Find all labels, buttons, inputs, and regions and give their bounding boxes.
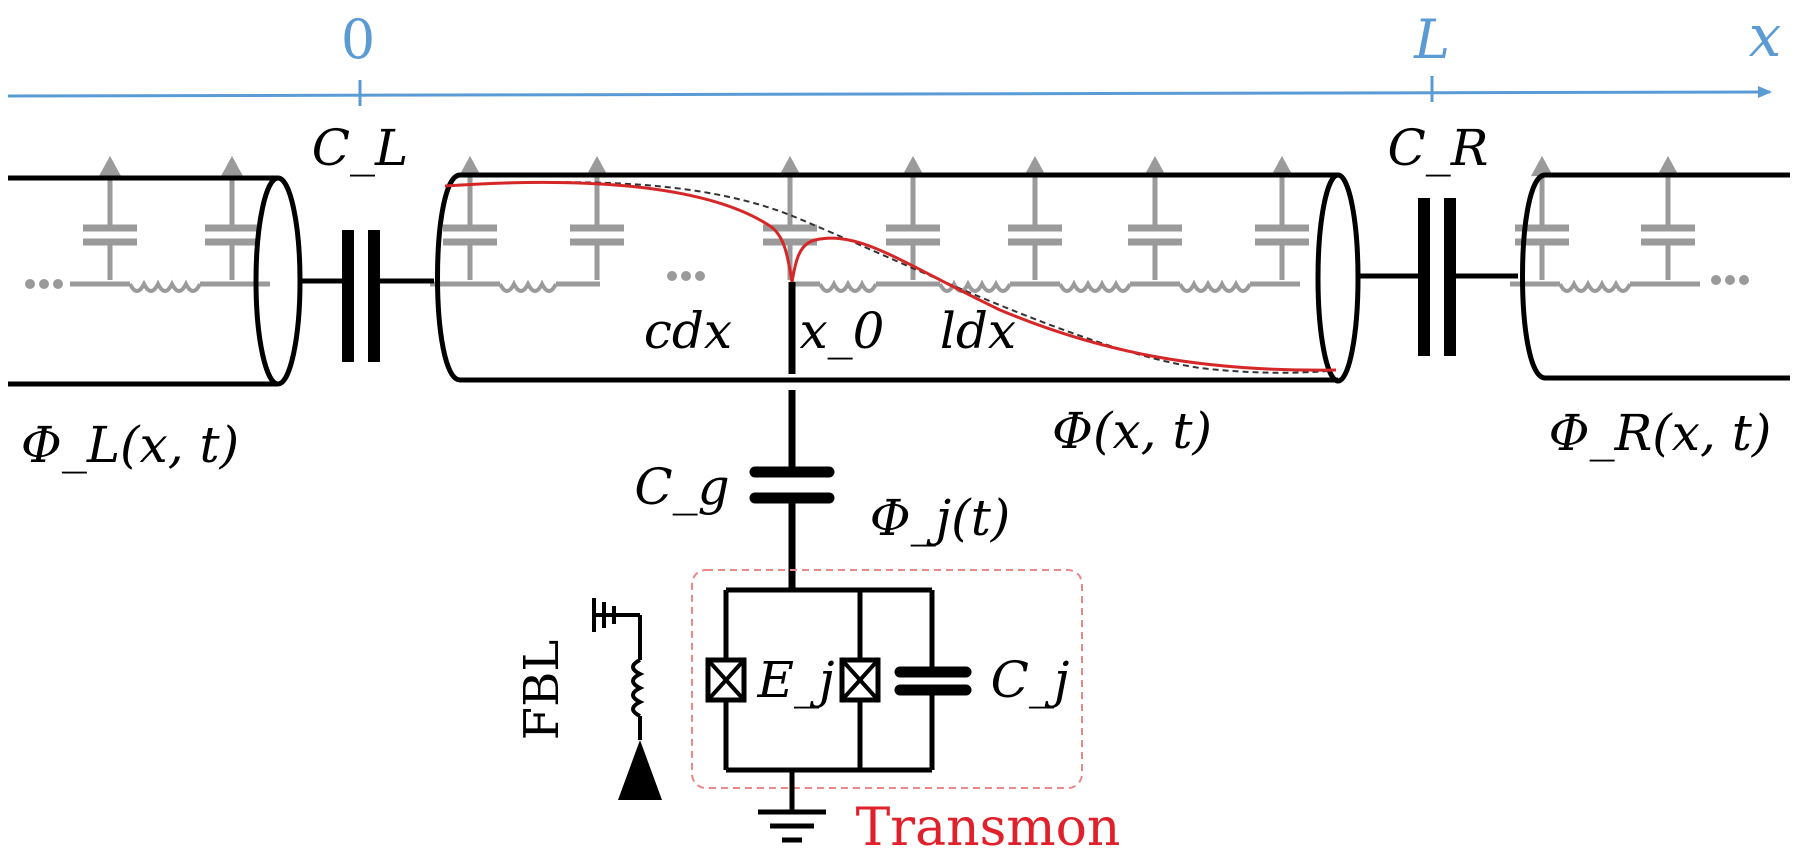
ej-label: E_j [756, 651, 834, 709]
x-axis-line [7, 86, 1772, 99]
fbl-label: FBL [514, 640, 570, 740]
left-coupling-capacitor [300, 230, 434, 362]
cj-label: C_j [991, 651, 1070, 709]
left-line-end-ellipse [253, 175, 303, 387]
mode-profile-curve [444, 180, 1337, 372]
transmon-circuit [705, 587, 972, 773]
right-transmission-line [1520, 172, 1790, 381]
left-transmission-line [8, 175, 303, 387]
transmon-label: Transmon [856, 798, 1121, 857]
right-field-label: Φ_R(x, t) [1549, 404, 1772, 462]
cj-capacitor [894, 666, 972, 696]
left-field-label: Φ_L(x, t) [21, 416, 239, 474]
center-transmission-line [435, 172, 1361, 384]
center-line-end-ellipse [1315, 172, 1361, 384]
x-axis: 0 L x [7, 2, 1782, 106]
node-flux-label: Φ_j(t) [870, 489, 1011, 547]
mode-profile-reference-curve [444, 181, 1337, 374]
cg-label: C_g [634, 458, 729, 516]
transmon-boundary [691, 569, 1083, 789]
x-axis-origin-label: 0 [341, 8, 375, 71]
cdx-label: cdx [644, 302, 732, 360]
right-coupling-capacitor [1358, 198, 1518, 356]
x-axis-end-label: L [1413, 8, 1450, 71]
center-field-label: Φ(x, t) [1052, 402, 1212, 460]
ground-symbol [758, 770, 826, 843]
josephson-junction-2 [839, 657, 881, 703]
cl-label: C_L [312, 119, 408, 177]
cr-label: C_R [1388, 119, 1489, 177]
ldx-label: ldx [940, 302, 1016, 360]
x-axis-variable-label: x [1749, 2, 1782, 70]
x0-label: x_0 [799, 302, 884, 360]
josephson-junction-1 [705, 657, 747, 703]
flux-bias-line [592, 598, 662, 800]
center-line-elements [430, 156, 1309, 293]
right-line-elements [1510, 156, 1749, 293]
cg-capacitor [749, 466, 835, 504]
